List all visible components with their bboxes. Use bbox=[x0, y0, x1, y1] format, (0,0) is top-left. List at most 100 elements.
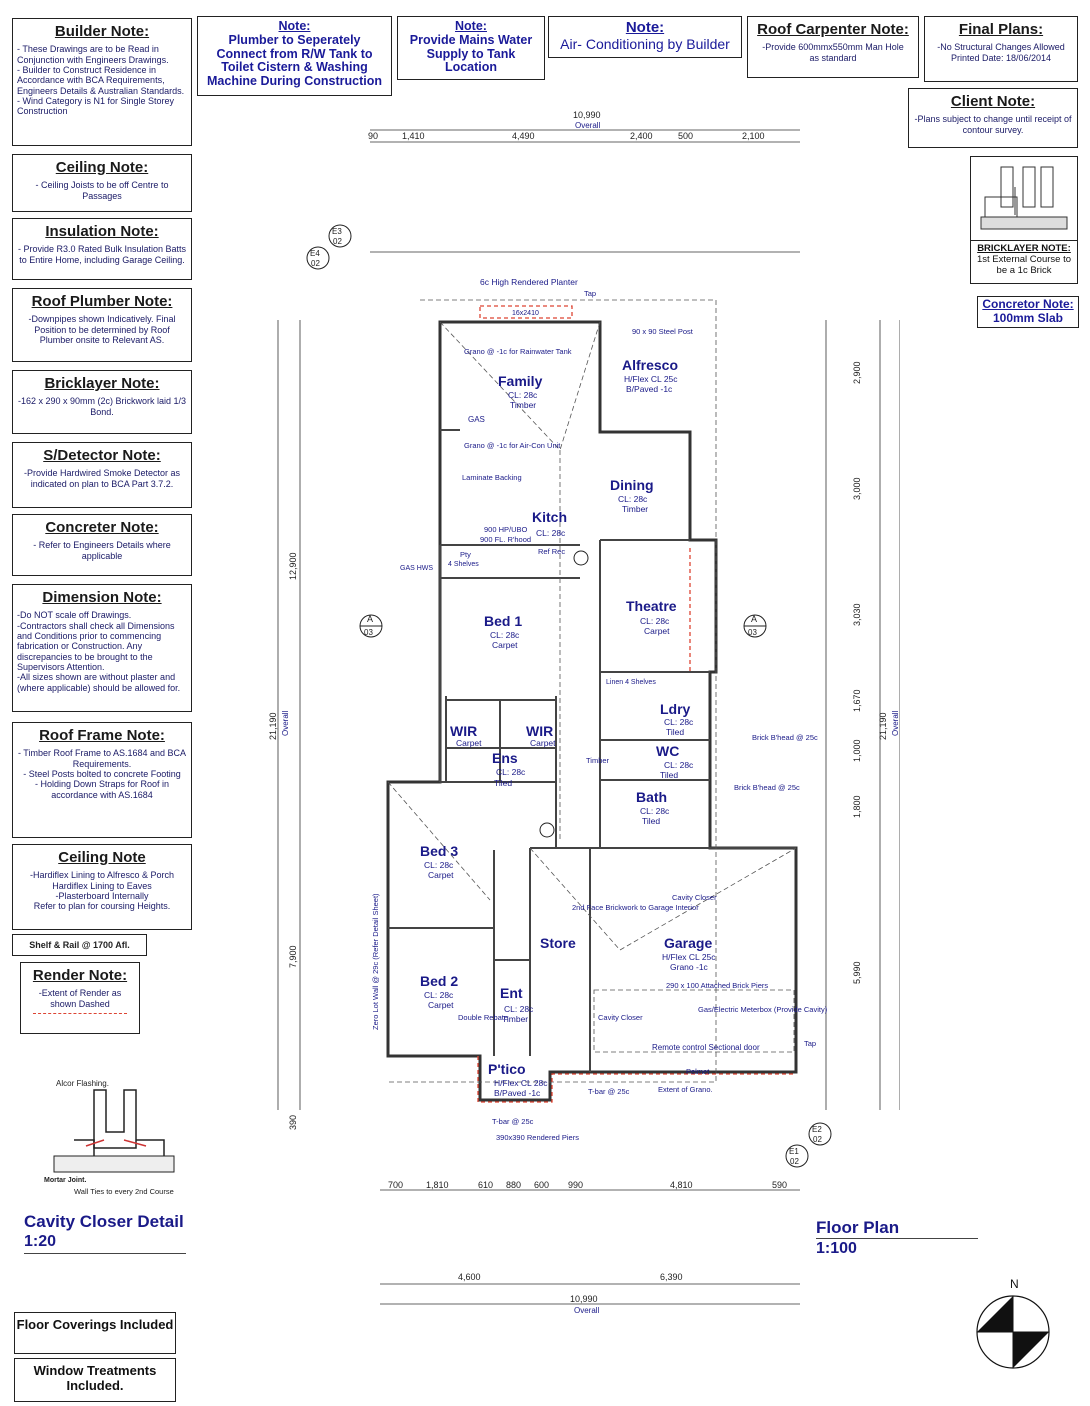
note-roof-plumber: Roof Plumber Note: -Downpipes shown Indi… bbox=[12, 288, 192, 362]
annot-face-brick: 2nd Face Brickwork to Garage Interior bbox=[572, 903, 699, 912]
svg-text:02: 02 bbox=[311, 259, 320, 268]
detail-alcor-label: Alcor Flashing. bbox=[56, 1079, 109, 1088]
svg-text:Store: Store bbox=[540, 935, 576, 951]
note-water-title: Note: bbox=[455, 19, 487, 33]
note-bricklayer-title: Bricklayer Note: bbox=[44, 375, 160, 392]
cavity-closer-detail-drawing: Alcor Flashing. Mortar Joint. Wall Ties … bbox=[44, 1079, 175, 1196]
dim-overall-right-word: Overall bbox=[891, 710, 900, 736]
svg-text:CL: 28c: CL: 28c bbox=[640, 806, 670, 816]
svg-text:CL: 28c: CL: 28c bbox=[490, 630, 520, 640]
svg-text:Tiled: Tiled bbox=[494, 778, 512, 788]
room-bed-2: Bed 2 CL: 28c Carpet bbox=[420, 973, 458, 1010]
svg-text:WIR: WIR bbox=[450, 723, 477, 739]
dim-bottom-0: 700 bbox=[388, 1180, 403, 1190]
detail-underline bbox=[24, 1253, 186, 1254]
note-client-title: Client Note: bbox=[950, 93, 1036, 110]
note-ceiling-lining-text: -Hardiflex Lining to Alfresco & Porch Ha… bbox=[29, 870, 175, 912]
dim-right-0: 2,900 bbox=[852, 361, 862, 384]
dim-overall-right: 21,190 bbox=[878, 712, 888, 740]
dim-bottom-2: 610 bbox=[478, 1180, 493, 1190]
svg-text:Timber: Timber bbox=[510, 400, 536, 410]
svg-text:P'tico: P'tico bbox=[488, 1061, 526, 1077]
svg-text:Ens: Ens bbox=[492, 750, 518, 766]
svg-text:Family: Family bbox=[498, 373, 543, 389]
room-garage: Garage H/Flex CL 25c Grano -1c bbox=[662, 935, 716, 972]
detail-title: Cavity Closer Detail bbox=[24, 1212, 184, 1231]
dim-top-1: 1,410 bbox=[402, 131, 425, 141]
section-marker-a-right: A 03 bbox=[743, 614, 767, 638]
elevation-marker-e3: E3 02 bbox=[328, 224, 352, 248]
annot-ref: Ref Rec bbox=[538, 547, 565, 556]
svg-text:Tiled: Tiled bbox=[666, 727, 684, 737]
annot-attached-piers: 290 x 100 Attached Brick Piers bbox=[666, 981, 768, 990]
note-roof-frame-title: Roof Frame Note: bbox=[39, 727, 165, 744]
room-portico: P'tico H/Flex CL 28c B/Paved -1c bbox=[488, 1061, 548, 1098]
dim-right-6: 5,990 bbox=[852, 961, 862, 984]
note-roof-carpenter: Roof Carpenter Note: -Provide 600mmx550m… bbox=[747, 16, 919, 78]
annot-tap: Tap bbox=[584, 289, 596, 298]
svg-text:02: 02 bbox=[813, 1135, 822, 1144]
svg-text:Bed 1: Bed 1 bbox=[484, 613, 522, 629]
dim-top-3: 2,400 bbox=[630, 131, 653, 141]
annot-laminate: Laminate Backing bbox=[462, 473, 522, 482]
room-wir-2: WIR Carpet bbox=[526, 723, 556, 748]
brick-detail-drawing bbox=[980, 166, 1068, 230]
annot-hp: 900 HP/UBO bbox=[484, 525, 528, 534]
dim-bottom-6: 4,810 bbox=[670, 1180, 693, 1190]
svg-text:Bath: Bath bbox=[636, 789, 667, 805]
annot-tbar-2: T-bar @ 25c bbox=[492, 1117, 534, 1126]
note-water: Note: Provide Mains Water Supply to Tank… bbox=[397, 16, 545, 80]
note-render: Render Note: -Extent of Render as shown … bbox=[20, 962, 140, 1034]
annot-tap-2: Tap bbox=[804, 1039, 816, 1048]
svg-text:CL: 28c: CL: 28c bbox=[664, 717, 694, 727]
elevation-marker-e4: E4 02 bbox=[306, 246, 330, 270]
room-dining: Dining CL: 28c Timber bbox=[610, 477, 654, 514]
dim-left-0: 12,900 bbox=[288, 552, 298, 580]
svg-text:Kitch: Kitch bbox=[532, 509, 567, 525]
annot-cavity-closer-2: Cavity Closer bbox=[598, 1013, 643, 1022]
svg-text:03: 03 bbox=[364, 628, 373, 637]
svg-text:CL: 28c: CL: 28c bbox=[664, 760, 694, 770]
note-plumber: Note: Plumber to Seperately Connect from… bbox=[197, 16, 392, 96]
annot-shelves: 4 Shelves bbox=[448, 561, 479, 568]
dim-top-0: 90 bbox=[368, 131, 378, 141]
room-theatre: Theatre CL: 28c Carpet bbox=[626, 598, 677, 636]
note-dimension-title: Dimension Note: bbox=[42, 589, 162, 606]
plan-scale: 1:100 bbox=[816, 1240, 857, 1257]
dim-bottom-split-1: 6,390 bbox=[660, 1272, 683, 1282]
floor-plan: A 03 A 03 E3 02 E4 02 E2 02 E1 02 bbox=[268, 110, 900, 1315]
room-wc: WC CL: 28c Tiled bbox=[656, 743, 694, 780]
svg-text:Carpet: Carpet bbox=[428, 870, 454, 880]
annot-cavity-closer-1: Cavity Closer bbox=[672, 893, 717, 902]
note-smoke-detector-title: S/Detector Note: bbox=[43, 447, 161, 464]
svg-text:CL: 28c: CL: 28c bbox=[508, 390, 538, 400]
note-final-plans: Final Plans: -No Structural Changes Allo… bbox=[924, 16, 1078, 82]
annot-tbar: T-bar @ 25c bbox=[588, 1087, 630, 1096]
room-kitchen: Kitch CL: 28c bbox=[532, 509, 567, 538]
note-concreter-text: - Refer to Engineers Details where appli… bbox=[33, 540, 171, 561]
dim-bottom-5: 990 bbox=[568, 1180, 583, 1190]
svg-text:A: A bbox=[367, 614, 373, 624]
room-bath: Bath CL: 28c Tiled bbox=[636, 789, 670, 826]
annot-grano-tank: Grano @ -1c for Rainwater Tank bbox=[464, 347, 572, 356]
note-insulation: Insulation Note: - Provide R3.0 Rated Bu… bbox=[12, 218, 192, 280]
annot-double-rebate: Double Rebate bbox=[458, 1013, 508, 1022]
shelf-note: Shelf & Rail @ 1700 Afl. bbox=[12, 934, 147, 956]
note-roof-carpenter-text: -Provide 600mmx550mm Man Hole as standar… bbox=[762, 42, 904, 63]
annot-steel-post: 90 x 90 Steel Post bbox=[632, 327, 694, 336]
note-final-plans-text: -No Structural Changes Allowed Printed D… bbox=[937, 42, 1065, 63]
svg-text:H/Flex CL 25c: H/Flex CL 25c bbox=[662, 952, 716, 962]
dim-overall-bottom-word: Overall bbox=[574, 1306, 600, 1315]
svg-text:Carpet: Carpet bbox=[492, 640, 518, 650]
annot-meterbox: Gas/Electric Meterbox (Provide Cavity) bbox=[698, 1005, 828, 1014]
note-insulation-text: - Provide R3.0 Rated Bulk Insulation Bat… bbox=[17, 244, 187, 265]
annot-pelmet: Pelmet bbox=[686, 1067, 710, 1076]
note-ceiling: Ceiling Note: - Ceiling Joists to be off… bbox=[12, 154, 192, 212]
annot-gas: GAS bbox=[468, 415, 485, 424]
room-alfresco: Alfresco H/Flex CL 25c B/Paved -1c bbox=[622, 357, 678, 394]
note-client: Client Note: -Plans subject to change un… bbox=[908, 88, 1078, 148]
note-smoke-detector: S/Detector Note: -Provide Hardwired Smok… bbox=[12, 442, 192, 508]
svg-text:WIR: WIR bbox=[526, 723, 553, 739]
dim-bottom-7: 590 bbox=[772, 1180, 787, 1190]
annot-planter: 6c High Rendered Planter bbox=[480, 277, 578, 287]
